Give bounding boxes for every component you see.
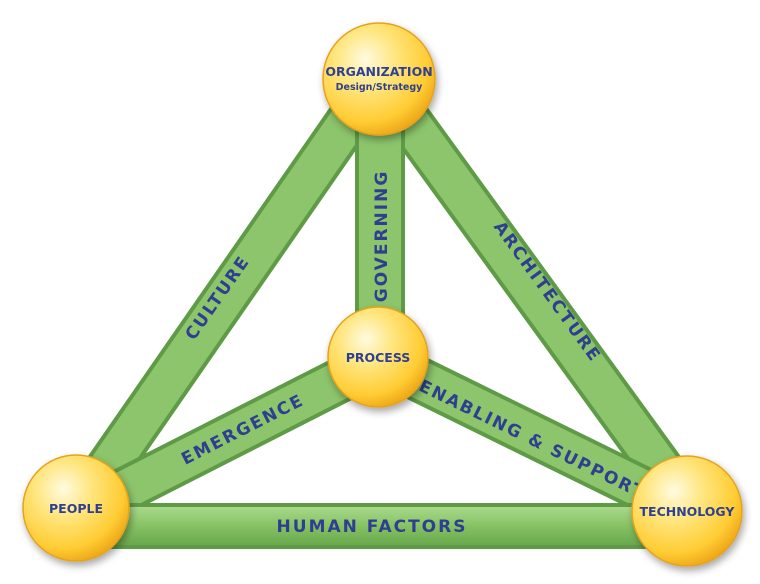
struts xyxy=(63,64,709,549)
node-organization: ORGANIZATION Design/Strategy xyxy=(322,22,436,136)
strut-enabling-support-fill xyxy=(381,347,684,523)
people-title: PEOPLE xyxy=(49,501,103,516)
governing-label: GOVERNING xyxy=(372,170,392,303)
strut-architecture-fill xyxy=(362,66,706,520)
strut-emergence-fill xyxy=(86,348,379,522)
strut-culture-fill xyxy=(66,67,394,516)
node-process: PROCESS xyxy=(327,306,429,408)
organization-title: ORGANIZATION xyxy=(325,64,432,79)
process-title: PROCESS xyxy=(346,350,411,365)
organization-subtitle: Design/Strategy xyxy=(336,82,424,93)
node-technology: TECHNOLOGY xyxy=(631,455,743,567)
strut-human-factors-fill xyxy=(105,507,675,545)
node-people: PEOPLE xyxy=(22,454,130,562)
technology-title: TECHNOLOGY xyxy=(640,504,736,519)
human-factors-label: HUMAN FACTORS xyxy=(277,517,468,537)
